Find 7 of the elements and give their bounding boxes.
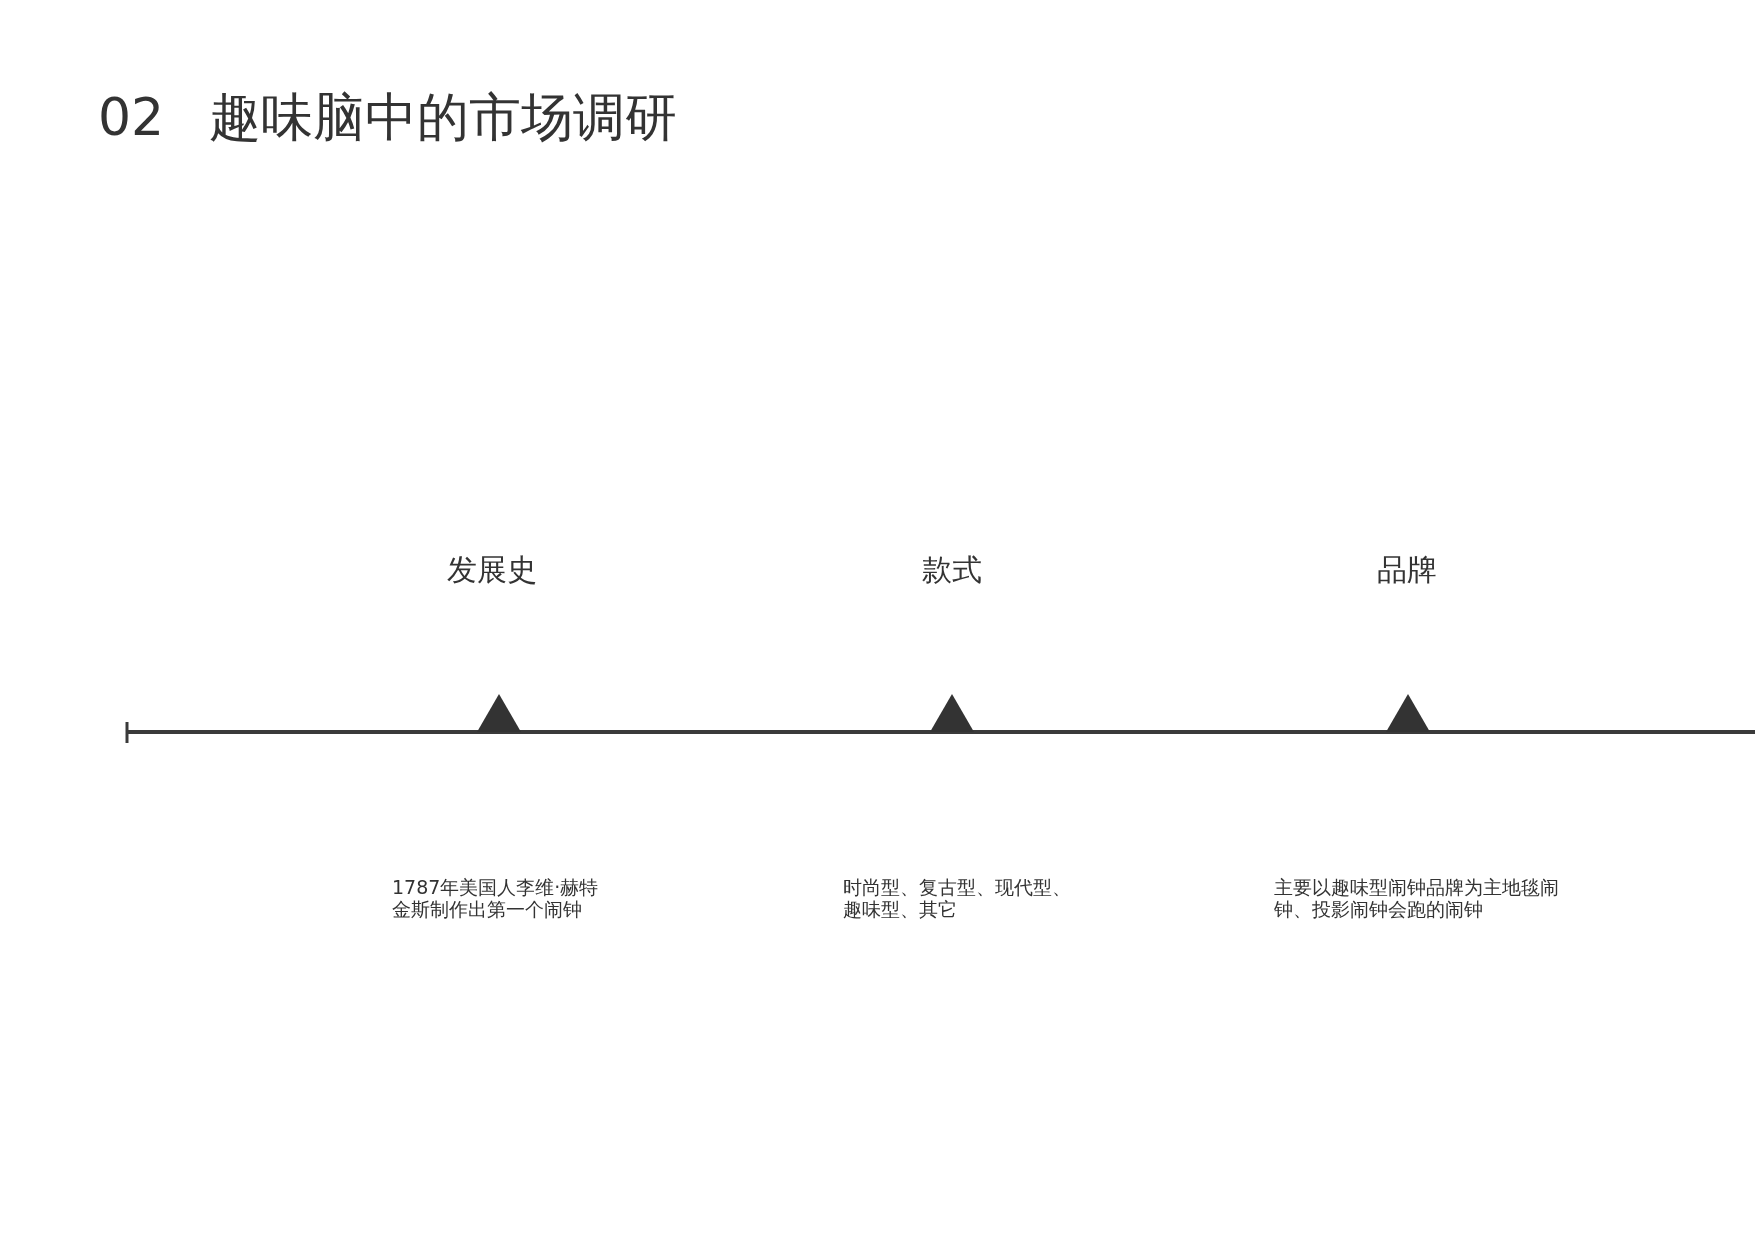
milestone-heading: 品牌 (1377, 552, 1437, 588)
milestone-description: 主要以趣味型闹钟品牌为主地毯闹钟、投影闹钟会跑的闹钟 (1274, 876, 1560, 920)
milestone-description: 时尚型、复古型、现代型、趣味型、其它 (843, 876, 1072, 920)
milestone-description: 1787年美国人李维·赫特金斯制作出第一个闹钟 (392, 876, 600, 920)
milestone-heading: 款式 (922, 552, 982, 588)
page-title: 02 趣味脑中的市场调研 (98, 86, 678, 148)
milestone-heading: 发展史 (447, 552, 537, 588)
